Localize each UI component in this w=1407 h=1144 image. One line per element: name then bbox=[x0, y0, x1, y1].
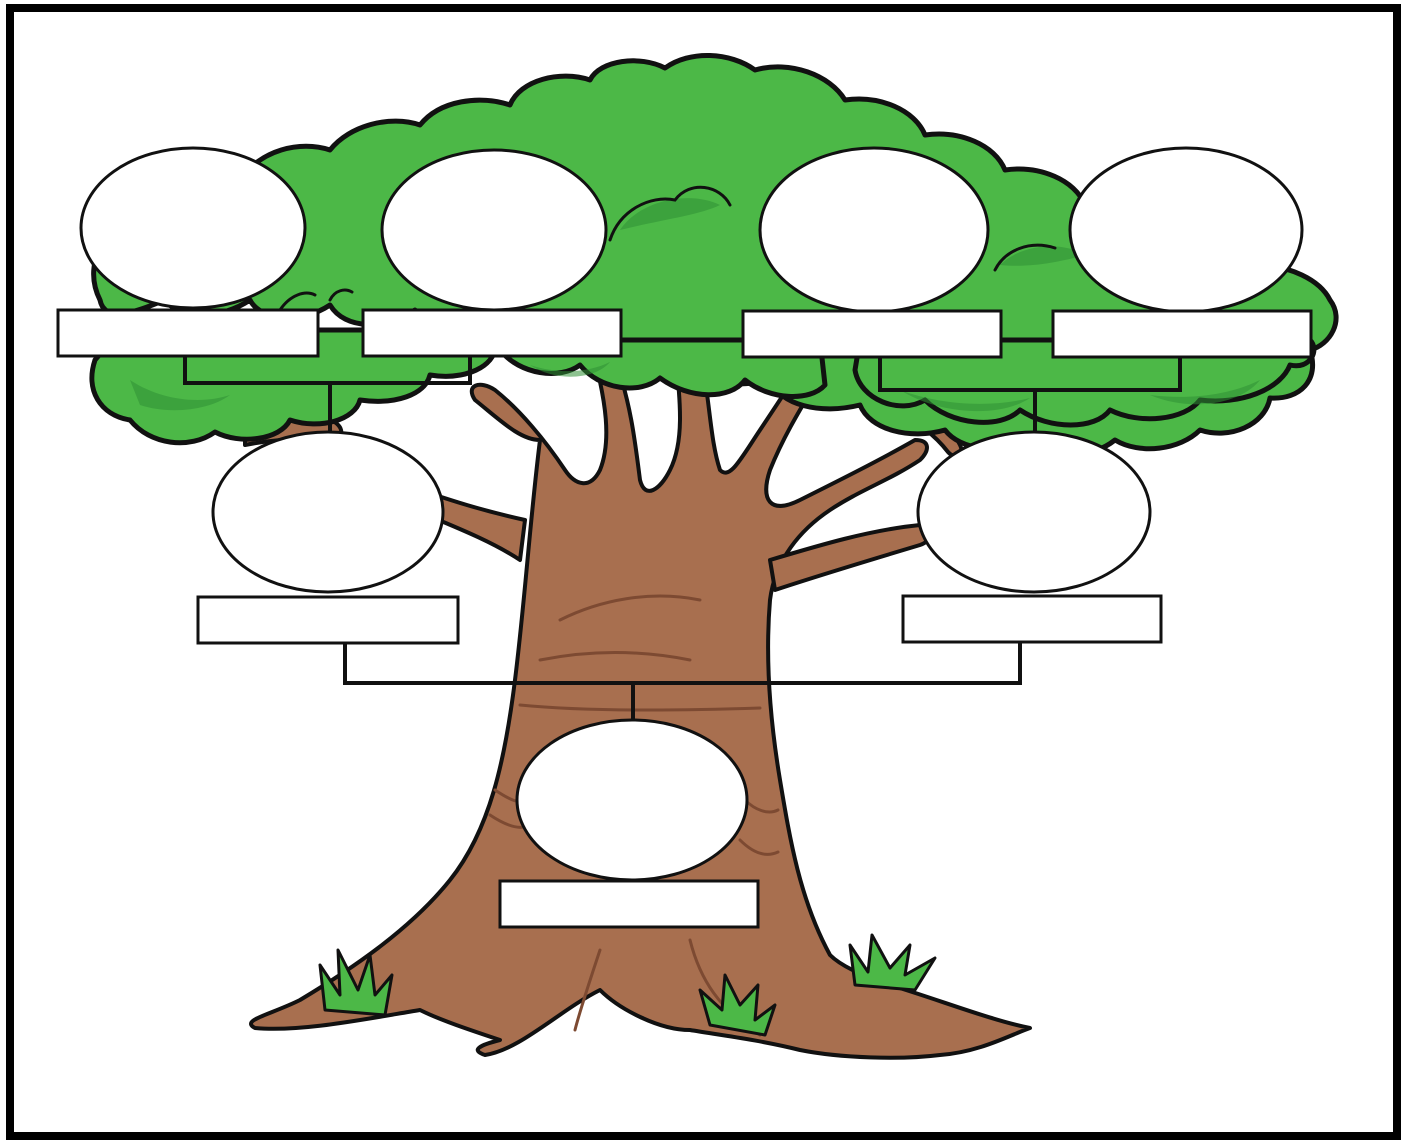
photo-slot-grandparent-4[interactable] bbox=[1070, 148, 1302, 312]
photo-slot-grandparent-1[interactable] bbox=[81, 148, 305, 308]
name-slot-grandparent-2[interactable] bbox=[363, 310, 621, 356]
name-slot-grandparent-4[interactable] bbox=[1053, 311, 1311, 357]
name-slot-grandparent-3[interactable] bbox=[743, 311, 1001, 357]
member-parent-1[interactable] bbox=[198, 432, 458, 643]
photo-slot-parent-2[interactable] bbox=[918, 432, 1150, 592]
photo-slot-grandparent-2[interactable] bbox=[382, 150, 606, 310]
name-slot-child-1[interactable] bbox=[500, 881, 758, 927]
photo-slot-parent-1[interactable] bbox=[213, 432, 443, 592]
photo-slot-grandparent-3[interactable] bbox=[760, 148, 988, 312]
name-slot-grandparent-1[interactable] bbox=[58, 310, 318, 356]
name-slot-parent-2[interactable] bbox=[903, 596, 1161, 642]
member-parent-2[interactable] bbox=[903, 432, 1161, 642]
name-slot-parent-1[interactable] bbox=[198, 597, 458, 643]
photo-slot-child-1[interactable] bbox=[517, 720, 747, 880]
